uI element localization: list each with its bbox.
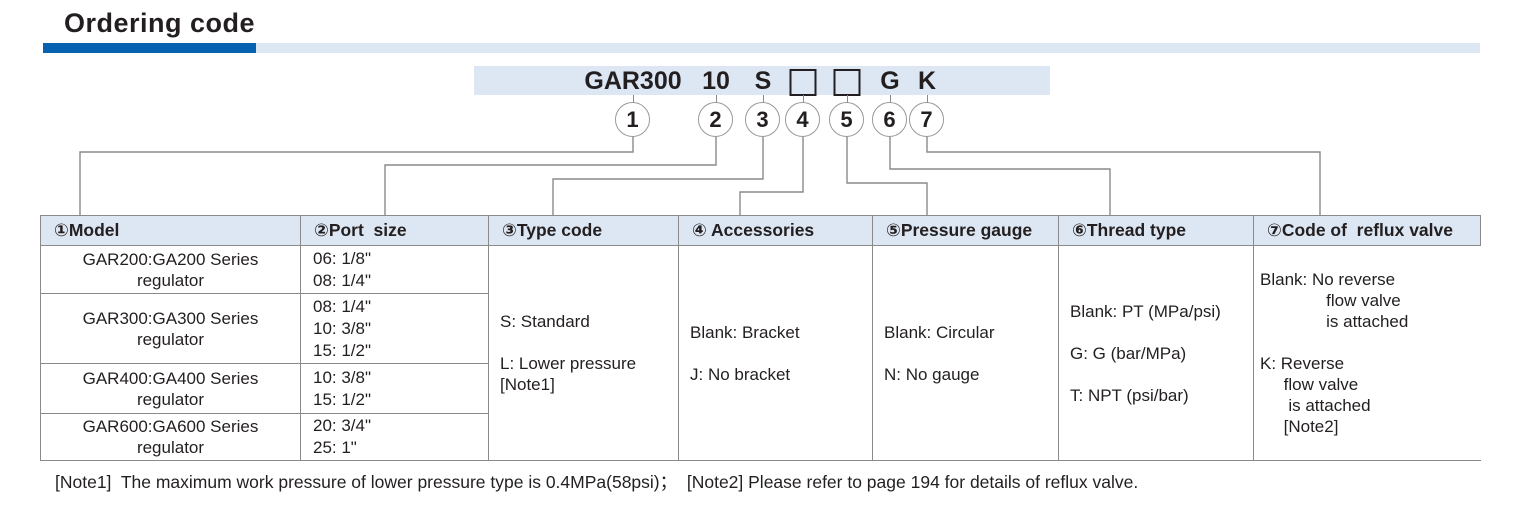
col-header-port-size: ②Port size	[300, 215, 489, 246]
col-header-thread-type: ⑥Thread type	[1058, 215, 1254, 246]
col-header-accessories: ④ Accessories	[678, 215, 873, 246]
marker-circle-4: 4	[785, 102, 820, 137]
col-header-reflux-valve: ⑦Code of reflux valve	[1253, 215, 1481, 246]
tick-5	[847, 95, 848, 103]
model-cell-gar200: GAR200:GA200 Series regulator	[40, 245, 301, 294]
col-header-pressure-gauge: ⑤Pressure gauge	[872, 215, 1059, 246]
table-row-gar400: GAR400:GA400 Series regulator 10: 3/8" 1…	[40, 363, 1481, 414]
ordering-code-band	[474, 66, 1050, 95]
marker-circle-5: 5	[829, 102, 864, 137]
type-code-cell: S: Standard L: Lower pressure [Note1]	[488, 245, 679, 461]
connector-2	[384, 136, 717, 215]
page-title: Ordering code	[64, 8, 256, 38]
port-cell-gar300: 08: 1/4" 10: 3/8" 15: 1/2"	[300, 293, 489, 364]
marker-circle-1: 1	[615, 102, 650, 137]
code-segment-reflux: K	[917, 67, 937, 95]
model-cell-gar600: GAR600:GA600 Series regulator	[40, 413, 301, 461]
model-cell-gar400: GAR400:GA400 Series regulator	[40, 363, 301, 414]
table-row-gar300: GAR300:GA300 Series regulator 08: 1/4" 1…	[40, 293, 1481, 364]
connector-1	[79, 136, 634, 215]
marker-circle-6: 6	[872, 102, 907, 137]
tick-6	[890, 95, 891, 103]
connector-6	[889, 136, 1111, 215]
code-segment-thread: G	[880, 67, 900, 95]
tick-3	[763, 95, 764, 103]
connector-4	[739, 136, 804, 215]
col-header-type-code: ③Type code	[488, 215, 679, 246]
reflux-valve-cell: Blank: No reverse flow valve is attached…	[1253, 245, 1481, 461]
tick-7	[927, 95, 928, 103]
title-underline-bar	[43, 43, 1480, 53]
tick-1	[633, 95, 634, 103]
footnote-line: [Note1] The maximum work pressure of low…	[55, 472, 1139, 492]
model-cell-gar300: GAR300:GA300 Series regulator	[40, 293, 301, 364]
ordering-table: ①Model ②Port size ③Type code ④ Accessori…	[40, 215, 1481, 461]
code-blank-box-accessories	[789, 69, 817, 96]
port-cell-gar200: 06: 1/8" 08: 1/4"	[300, 245, 489, 294]
table-header-row: ①Model ②Port size ③Type code ④ Accessori…	[40, 215, 1481, 246]
port-cell-gar600: 20: 3/4" 25: 1"	[300, 413, 489, 461]
table-row-gar600: GAR600:GA600 Series regulator 20: 3/4" 2…	[40, 413, 1481, 461]
thread-type-cell: Blank: PT (MPa/psi) G: G (bar/MPa) T: NP…	[1058, 245, 1254, 461]
code-blank-box-gauge	[833, 69, 861, 96]
accessories-cell: Blank: Bracket J: No bracket	[678, 245, 873, 461]
col-header-model: ①Model	[40, 215, 301, 246]
marker-circle-2: 2	[698, 102, 733, 137]
tick-2	[716, 95, 717, 103]
port-cell-gar400: 10: 3/8" 15: 1/2"	[300, 363, 489, 414]
connector-7	[926, 136, 1321, 215]
code-segment-type: S	[754, 67, 772, 95]
connector-5	[846, 136, 928, 215]
title-underline-accent	[43, 43, 256, 53]
marker-circle-3: 3	[745, 102, 780, 137]
tick-4	[803, 95, 804, 103]
pressure-gauge-cell: Blank: Circular N: No gauge	[872, 245, 1059, 461]
code-segment-port-size: 10	[702, 67, 730, 95]
table-row-gar200: GAR200:GA200 Series regulator 06: 1/8" 0…	[40, 245, 1481, 461]
code-segment-model: GAR300	[584, 67, 682, 95]
connector-3	[552, 136, 764, 215]
marker-circle-7: 7	[909, 102, 944, 137]
